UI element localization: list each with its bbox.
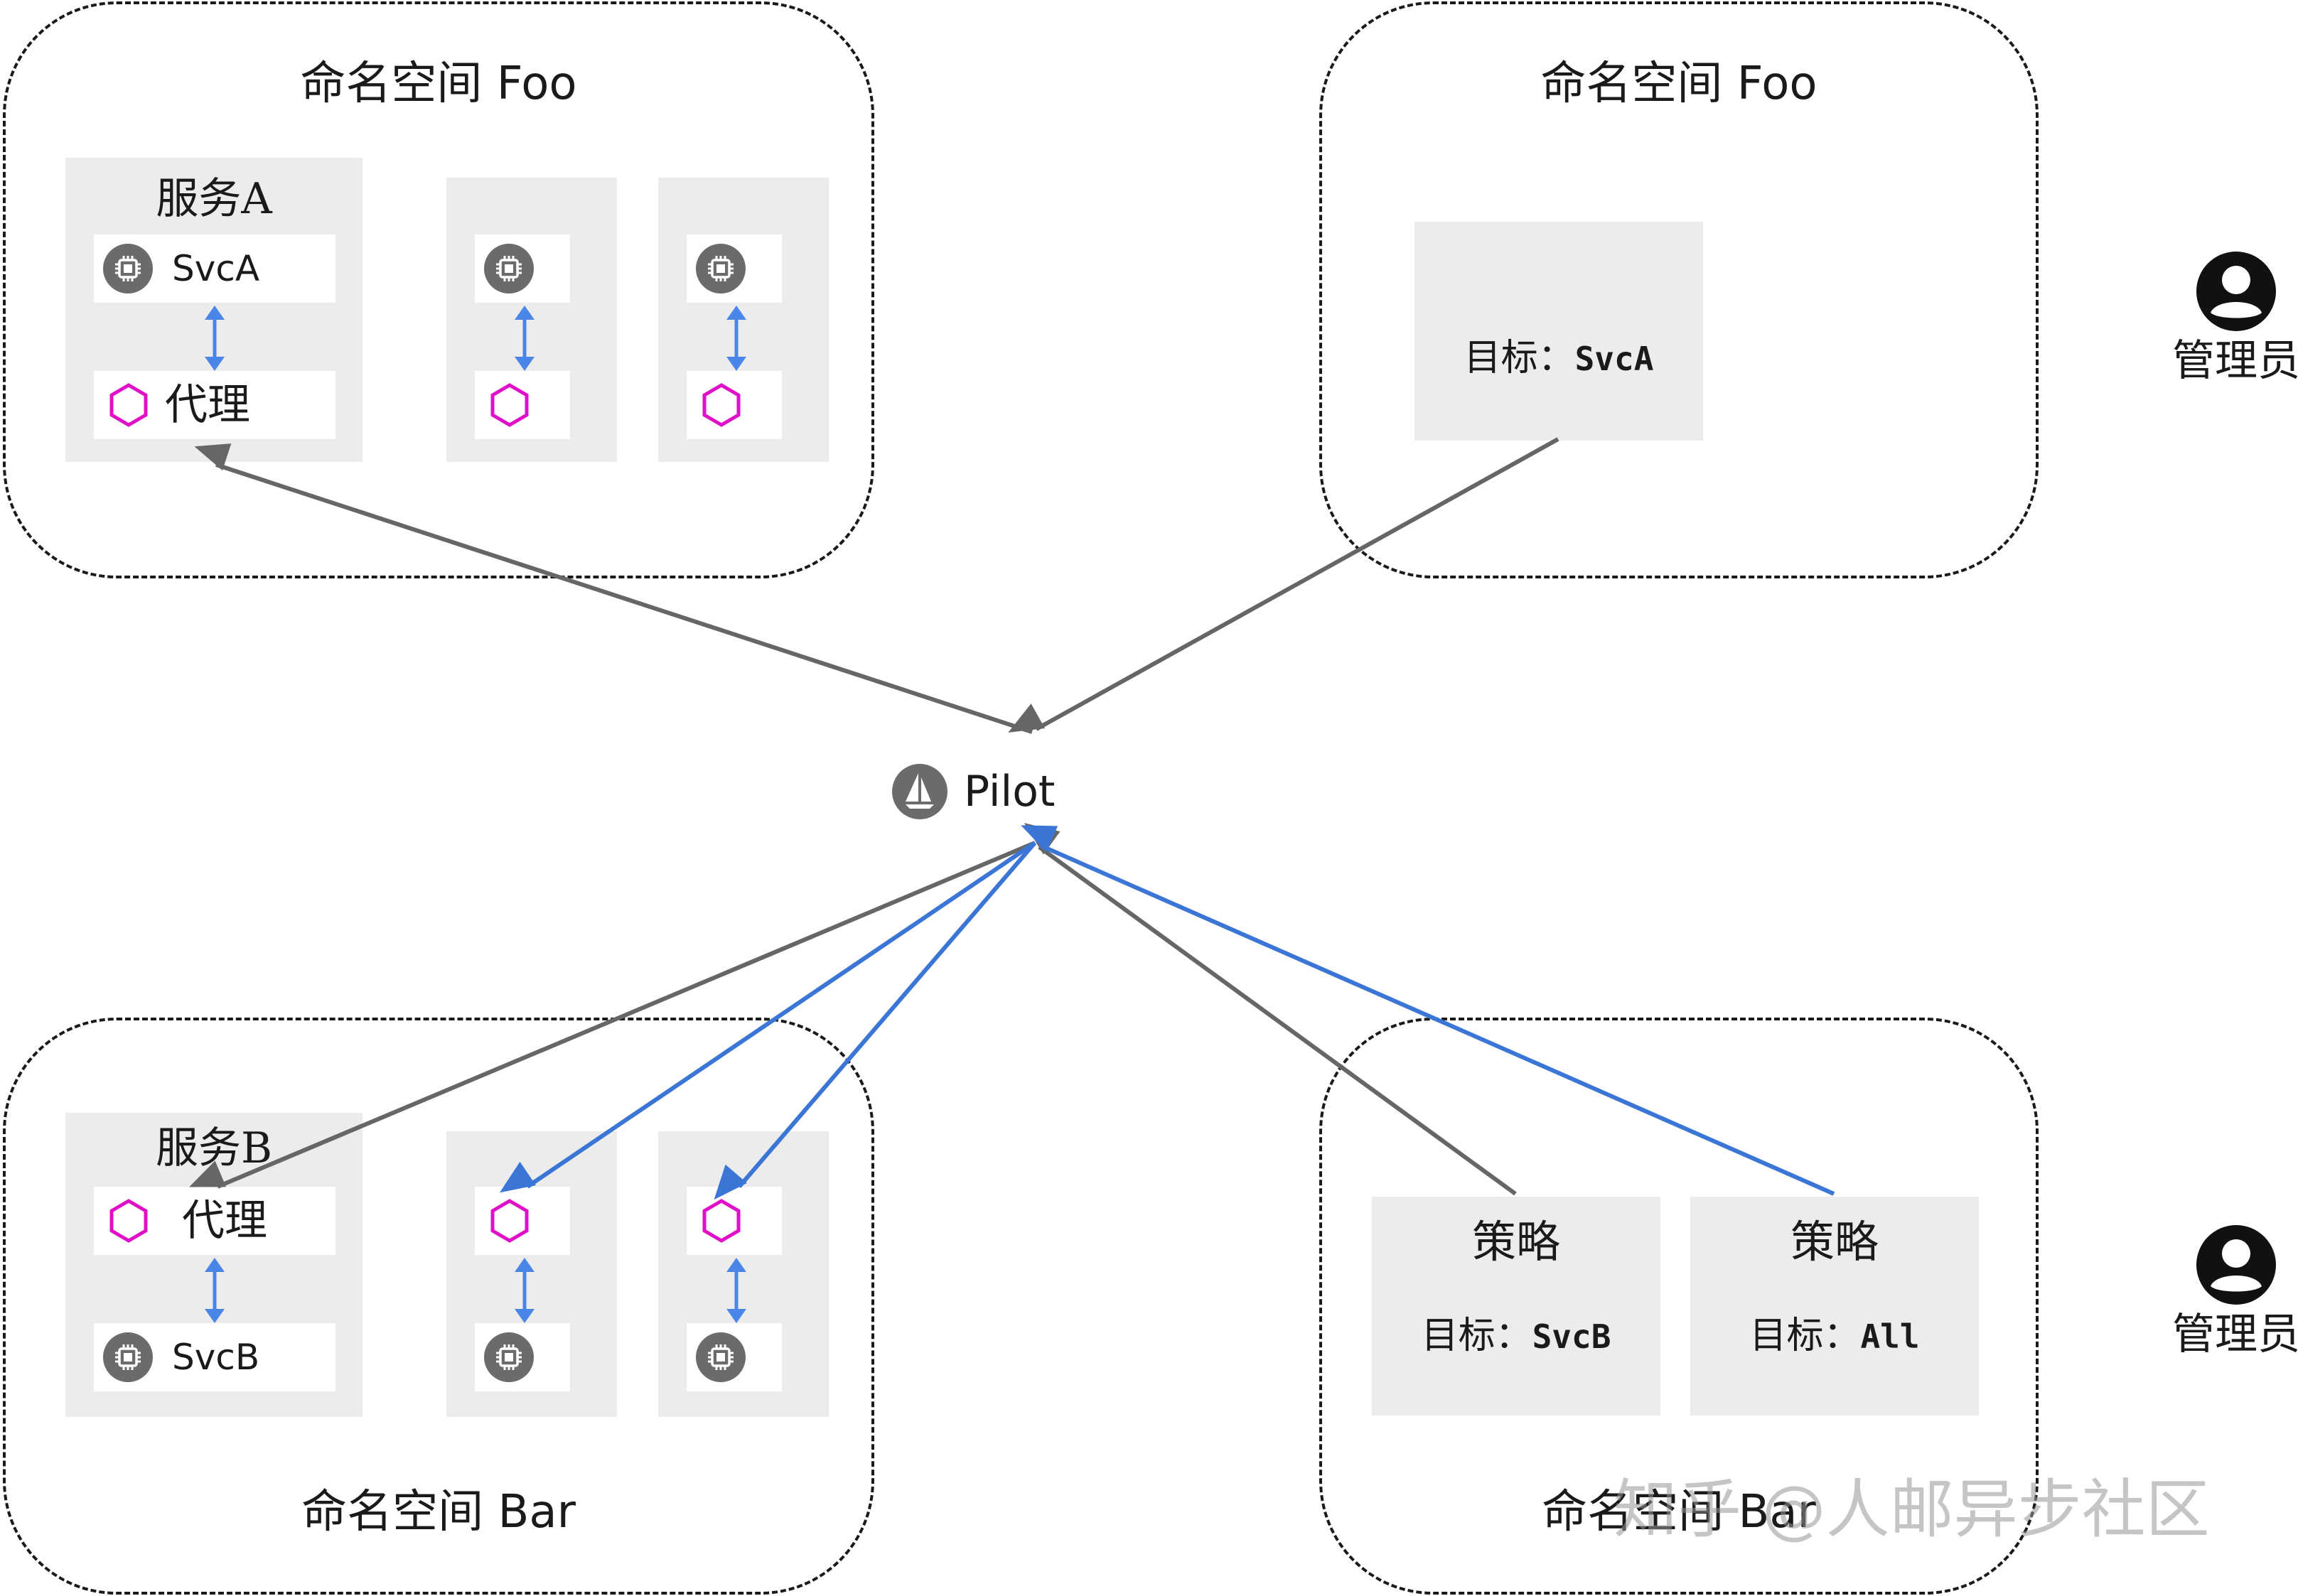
target-value: SvcA [1574,340,1654,378]
service-row [687,234,782,303]
target-value: SvcB [1532,1317,1611,1356]
hexagon-icon [702,1199,741,1243]
policy-title: 策略 [1471,1216,1560,1268]
service-row [687,1323,782,1391]
policy-card-svcb: 策略 目标：SvcB [1372,1197,1660,1416]
namespace-title: 命名空间 Foo [300,58,577,110]
namespace-title: 命名空间 Foo [1540,58,1818,110]
proxy-row [687,371,782,439]
service-label: SvcA [172,248,260,289]
proxy-row: 代理 [94,1187,335,1255]
proxy-label: 代理 [182,1196,267,1246]
watermark: 知乎 @人邮异步社区 [1614,1472,2210,1547]
policy-target: 目标：All [1690,1313,1979,1359]
service-a-pod: 服务A SvcA 代理 [65,158,363,462]
hexagon-icon [109,383,148,427]
proxy-label: 代理 [165,380,250,430]
pilot-label: Pilot [964,767,1056,816]
hexagon-icon [109,1199,148,1243]
service-b-pod: 服务B 代理 SvcB [65,1113,363,1417]
target-label: 目标： [1421,1315,1532,1357]
target-value: All [1860,1317,1920,1356]
policy-title: 策略 [1790,1216,1879,1268]
policy-target: 目标：SvcA [1414,335,1703,382]
service-row: SvcA [94,234,335,303]
proxy-row [687,1187,782,1255]
proxy-row [475,371,570,439]
hexagon-icon [702,383,741,427]
hexagon-icon [490,383,529,427]
hexagon-icon [490,1199,529,1243]
policy-card-all: 策略 目标：All [1690,1197,1979,1416]
chip-icon [103,1332,153,1382]
admin-label: 管理员 [2172,1310,2298,1359]
bidirectional-link-icon [205,306,225,371]
service-label: SvcB [172,1337,260,1378]
bidirectional-link-icon [726,306,746,371]
pod-title: 服务A [156,174,272,224]
replica-pod [446,178,617,462]
bidirectional-link-icon [205,1258,225,1323]
chip-icon [696,1332,746,1382]
proxy-row: 代理 [94,371,335,439]
replica-pod [658,1131,829,1417]
replica-pod [446,1131,617,1417]
bidirectional-link-icon [726,1258,746,1323]
pod-title: 服务B [155,1123,273,1173]
admin-label: 管理员 [2172,336,2298,386]
target-label: 目标： [1464,337,1575,379]
chip-icon [484,1332,534,1382]
service-row [475,234,570,303]
bidirectional-link-icon [515,306,535,371]
target-label: 目标： [1749,1315,1861,1357]
namespace-foo-policy: 命名空间 Foo [1319,1,2039,578]
user-icon [2196,1225,2276,1305]
replica-pod [658,178,829,462]
service-row [475,1323,570,1391]
chip-icon [103,244,153,293]
proxy-row [475,1187,570,1255]
sailboat-icon [892,764,947,819]
namespace-title: 命名空间 Bar [1542,1486,1816,1538]
namespace-title: 命名空间 Bar [301,1486,576,1538]
chip-icon [696,244,746,293]
bidirectional-link-icon [515,1258,535,1323]
user-icon [2196,252,2276,331]
service-row: SvcB [94,1323,335,1391]
policy-card-foo: 目标：SvcA [1414,222,1703,441]
chip-icon [484,244,534,293]
policy-target: 目标：SvcB [1372,1313,1660,1359]
